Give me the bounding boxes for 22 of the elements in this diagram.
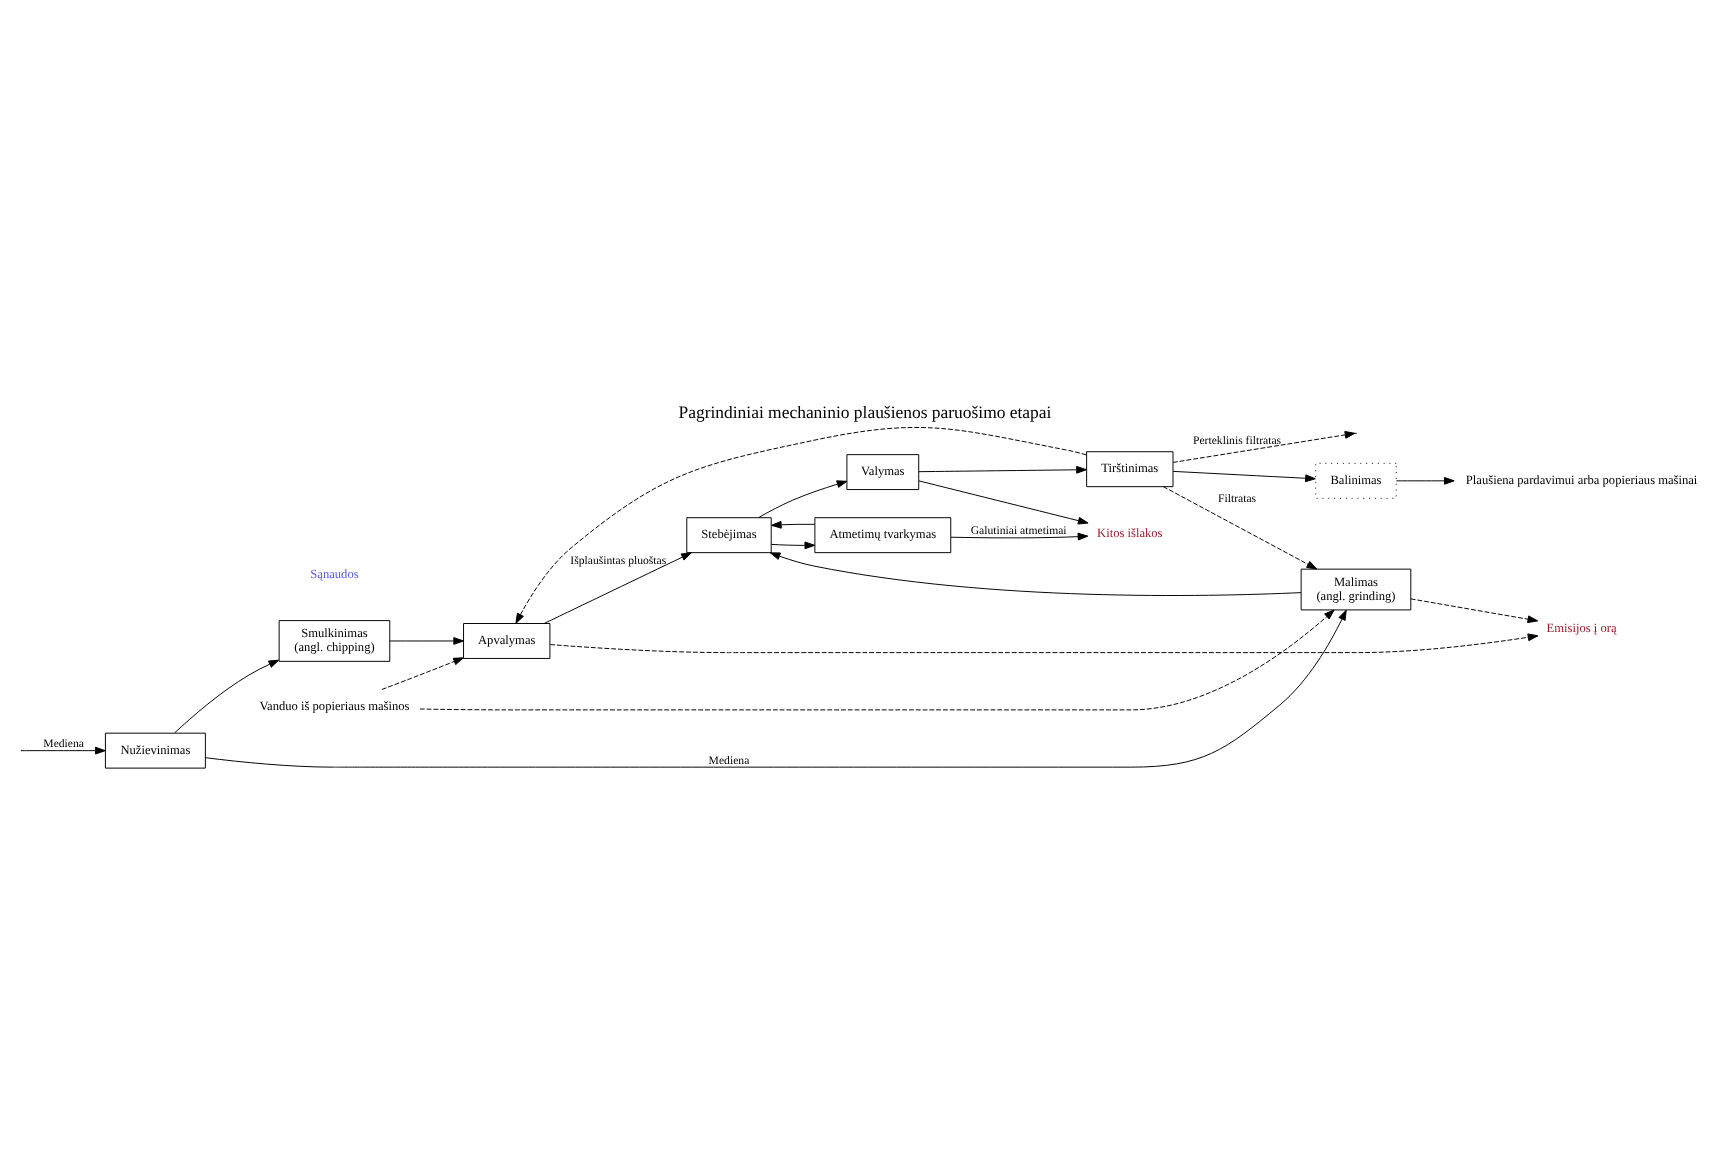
arrow (1395, 475, 1455, 484)
arrow (381, 656, 464, 689)
arrow (1172, 430, 1356, 462)
arrow (549, 632, 1539, 653)
arrow (389, 636, 464, 644)
arrow (1162, 485, 1318, 569)
arrow (769, 551, 1302, 595)
arrow (918, 464, 1087, 473)
arrow (918, 479, 1089, 524)
arrow (21, 745, 106, 754)
arrow (1172, 469, 1316, 482)
arrow (770, 519, 816, 528)
arrow (419, 608, 1335, 710)
arrow (205, 608, 1347, 767)
arrow (174, 658, 280, 733)
arrow (543, 551, 692, 623)
arrow (770, 540, 816, 549)
arrow (950, 531, 1089, 540)
diagram-title: Pagrindiniai mechaninio plaušienos paruošimo etapai (678, 400, 1052, 421)
arrow (515, 426, 1087, 623)
arrow (1410, 597, 1539, 623)
arrow (758, 479, 848, 518)
